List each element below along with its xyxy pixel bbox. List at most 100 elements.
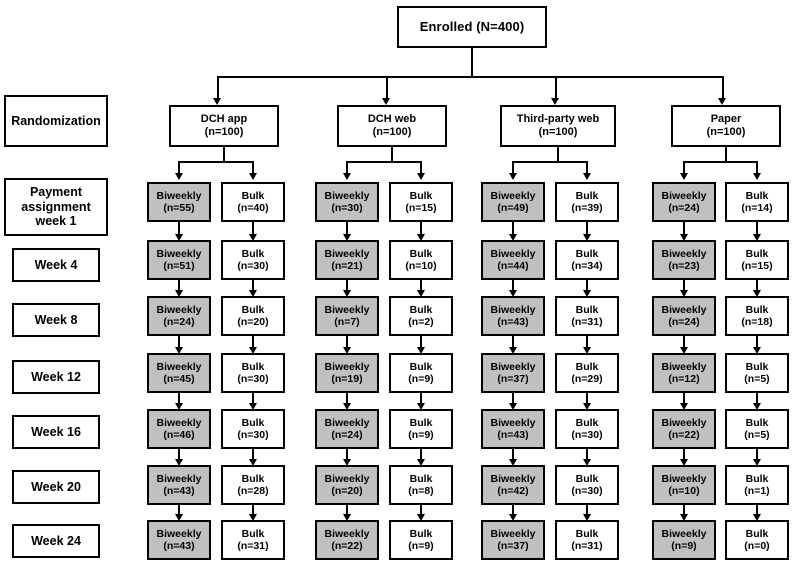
split-drop-third-party-web-bulk xyxy=(586,161,588,174)
group-drop-dch-web xyxy=(386,76,388,99)
cell-arm-label: Biweekly xyxy=(156,472,202,485)
row-connector-vline xyxy=(512,505,514,514)
row-connector-vline xyxy=(252,280,254,290)
cell-n: (n=19) xyxy=(331,373,363,385)
cell-arm-label: Bulk xyxy=(575,472,599,485)
stage-text: Payment xyxy=(29,184,83,199)
table-row: Bulk (n=31) xyxy=(555,296,619,336)
table-row: Bulk (n=9) xyxy=(389,409,453,449)
row-connector-arrow xyxy=(342,459,351,466)
stage-label-week-20: Week 20 xyxy=(12,470,100,504)
group-arrow-dch-web xyxy=(382,98,390,105)
cell-arm-label: Bulk xyxy=(745,527,769,540)
cell-n: (n=14) xyxy=(741,202,773,214)
split-arrow-paper-biweekly xyxy=(679,173,688,180)
cell-n: (n=49) xyxy=(497,202,529,214)
table-row: Biweekly (n=43) xyxy=(147,465,211,505)
cell-arm-label: Biweekly xyxy=(324,303,370,316)
row-connector-arrow xyxy=(416,290,425,297)
row-connector-vline xyxy=(178,280,180,290)
cell-arm-label: Bulk xyxy=(745,416,769,429)
row-connector-vline xyxy=(178,449,180,459)
table-row: Biweekly (n=19) xyxy=(315,353,379,393)
group-arrow-third-party-web xyxy=(551,98,559,105)
stage-label-week-16: Week 16 xyxy=(12,415,100,449)
table-row: Biweekly (n=43) xyxy=(147,520,211,560)
row-connector-arrow xyxy=(174,234,183,241)
table-row: Bulk (n=0) xyxy=(725,520,789,560)
cell-arm-label: Bulk xyxy=(745,247,769,260)
row-connector-arrow xyxy=(508,290,517,297)
table-row: Bulk (n=31) xyxy=(555,520,619,560)
cell-arm-label: Biweekly xyxy=(661,247,707,260)
row-connector-arrow xyxy=(248,290,257,297)
stage-text: Week 16 xyxy=(31,424,81,439)
table-row: Biweekly (n=24) xyxy=(652,182,716,222)
cell-n: (n=9) xyxy=(408,540,434,552)
table-row: Biweekly (n=30) xyxy=(315,182,379,222)
table-row: Bulk (n=14) xyxy=(725,182,789,222)
row-connector-arrow xyxy=(248,234,257,241)
stage-label-week-4: Week 4 xyxy=(12,248,100,282)
row-connector-arrow xyxy=(416,347,425,354)
cell-n: (n=24) xyxy=(163,316,195,328)
group-name: Paper xyxy=(710,113,742,126)
table-row: Bulk (n=40) xyxy=(221,182,285,222)
cell-arm-label: Bulk xyxy=(575,360,599,373)
row-connector-vline xyxy=(252,393,254,403)
cell-arm-label: Bulk xyxy=(241,360,265,373)
row-connector-vline xyxy=(683,393,685,403)
row-connector-arrow xyxy=(174,403,183,410)
split-arrow-third-party-web-biweekly xyxy=(508,173,517,180)
cell-n: (n=20) xyxy=(237,316,269,328)
group-box-dch-web: DCH web (n=100) xyxy=(337,105,447,147)
table-row: Biweekly (n=12) xyxy=(652,353,716,393)
row-connector-arrow xyxy=(752,347,761,354)
cell-n: (n=42) xyxy=(497,485,529,497)
row-connector-vline xyxy=(586,505,588,514)
split-stem-third-party-web xyxy=(557,147,559,161)
group-n: (n=100) xyxy=(538,126,578,138)
row-connector-arrow xyxy=(342,234,351,241)
cell-n: (n=24) xyxy=(668,202,700,214)
table-row: Bulk (n=10) xyxy=(389,240,453,280)
table-row: Bulk (n=15) xyxy=(725,240,789,280)
split-bar-dch-web xyxy=(346,161,422,163)
cell-n: (n=30) xyxy=(331,202,363,214)
row-connector-vline xyxy=(512,336,514,347)
table-row: Bulk (n=30) xyxy=(221,409,285,449)
split-arrow-dch-app-bulk xyxy=(248,173,257,180)
cell-n: (n=44) xyxy=(497,260,529,272)
cell-arm-label: Biweekly xyxy=(661,303,707,316)
row-connector-vline xyxy=(586,222,588,234)
cell-n: (n=55) xyxy=(163,202,195,214)
table-row: Biweekly (n=49) xyxy=(481,182,545,222)
stage-text: assignment xyxy=(21,199,91,214)
table-row: Bulk (n=9) xyxy=(389,520,453,560)
row-connector-vline xyxy=(683,222,685,234)
cell-n: (n=24) xyxy=(668,316,700,328)
cell-arm-label: Biweekly xyxy=(324,360,370,373)
row-connector-arrow xyxy=(416,514,425,521)
cell-n: (n=29) xyxy=(571,373,603,385)
row-connector-vline xyxy=(252,505,254,514)
table-row: Biweekly (n=22) xyxy=(315,520,379,560)
row-connector-arrow xyxy=(508,347,517,354)
stage-text: Week 12 xyxy=(31,369,81,384)
cell-n: (n=10) xyxy=(668,485,700,497)
row-connector-arrow xyxy=(582,347,591,354)
table-row: Bulk (n=30) xyxy=(221,240,285,280)
row-connector-arrow xyxy=(752,234,761,241)
row-connector-vline xyxy=(420,222,422,234)
group-name: DCH app xyxy=(200,113,248,126)
split-arrow-dch-app-biweekly xyxy=(174,173,183,180)
table-row: Biweekly (n=37) xyxy=(481,353,545,393)
enrolled-label: Enrolled (N=400) xyxy=(419,19,525,35)
cell-n: (n=43) xyxy=(497,316,529,328)
cell-n: (n=21) xyxy=(331,260,363,272)
row-connector-arrow xyxy=(508,234,517,241)
cell-arm-label: Bulk xyxy=(409,360,433,373)
row-connector-vline xyxy=(756,280,758,290)
table-row: Bulk (n=28) xyxy=(221,465,285,505)
row-connector-vline xyxy=(586,280,588,290)
